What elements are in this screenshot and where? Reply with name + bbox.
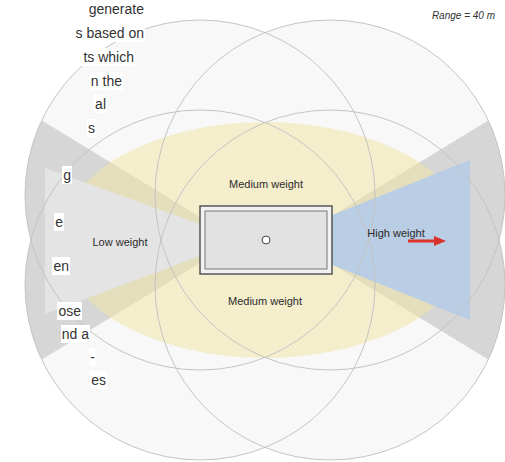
text-fragment: ose (57, 302, 82, 320)
text-fragment: n the (90, 72, 123, 90)
side-zone (60, 122, 470, 358)
zone-label: Medium weight (225, 172, 307, 194)
text-fragment: en (52, 257, 70, 275)
text-fragment: generate (88, 0, 145, 18)
text-fragment: nd a (61, 325, 90, 343)
zone-label: Medium weight (224, 289, 306, 311)
range-outlines (25, 20, 505, 460)
text-fragment: es (90, 371, 107, 389)
text-fragment: s based on (75, 24, 146, 42)
text-fragment: ts which (82, 48, 135, 66)
text-fragment: g (62, 166, 72, 184)
zone-name: High weight (367, 227, 424, 239)
zone-label: High weight (363, 221, 428, 243)
text-fragment: s (87, 119, 96, 137)
vehicle (200, 206, 332, 274)
range-note: Range = 40 m (431, 7, 496, 25)
text-fragment: e (54, 213, 64, 231)
text-fragment: al (94, 95, 107, 113)
zone-label: Low weight (88, 230, 151, 252)
low-weight-zone (45, 168, 205, 314)
range-circles (25, 20, 505, 460)
text-fragment: - (89, 348, 96, 366)
high-weight-zone (330, 160, 470, 320)
zone-name: Medium weight (228, 295, 302, 307)
zone-name: Medium weight (229, 178, 303, 190)
zone-name: Low weight (92, 236, 147, 248)
